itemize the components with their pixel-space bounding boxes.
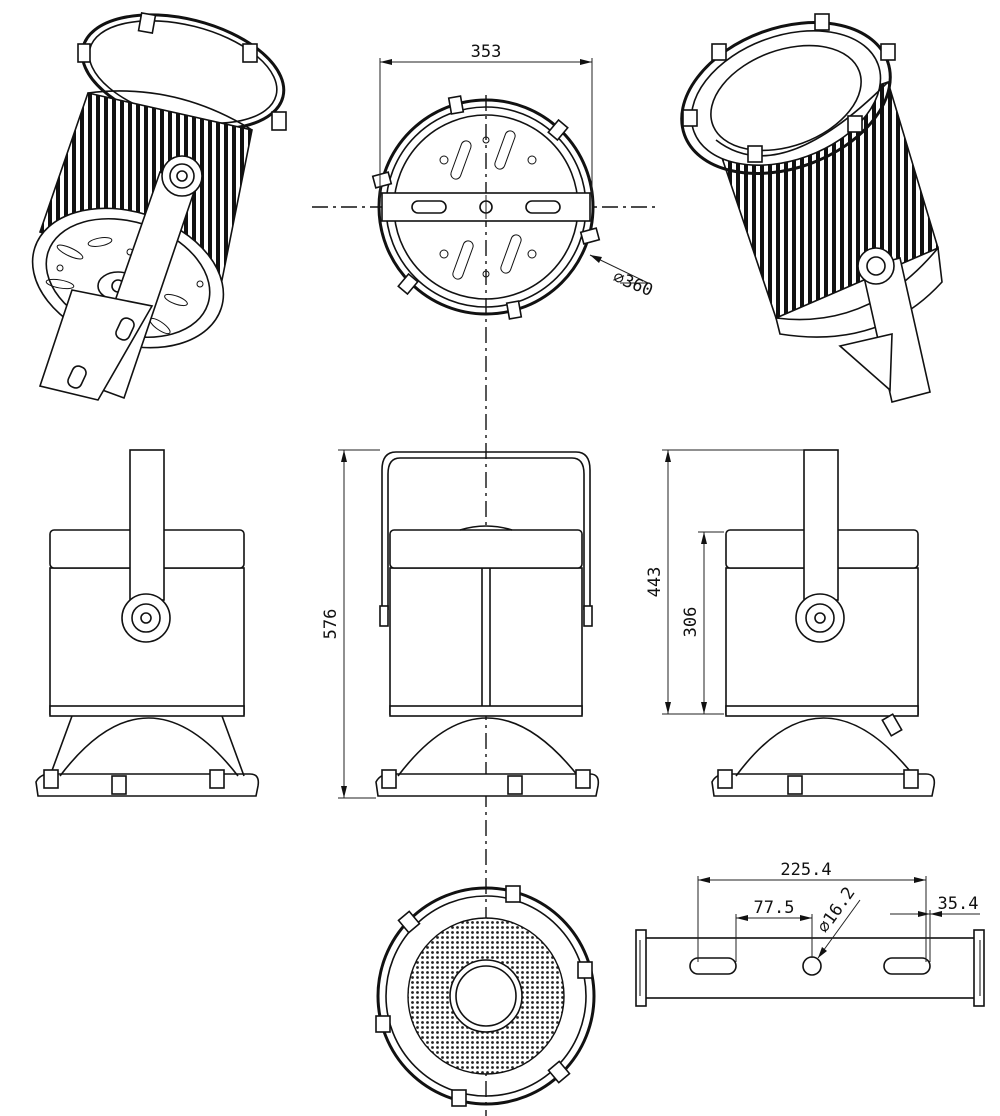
bottom-view xyxy=(375,885,596,1107)
front-view-center: 576 xyxy=(321,449,600,799)
dim-height-with-bracket: 443 xyxy=(645,567,665,598)
front-view-right: 443 306 xyxy=(645,449,936,797)
bracket-view: 225.4 77.5 ∅16.2 35.4 xyxy=(635,860,985,1007)
dim-bracket-slot: 35.4 xyxy=(938,894,979,914)
dim-bracket-span: 225.4 xyxy=(780,860,831,880)
dim-bracket-offset: 77.5 xyxy=(754,898,795,918)
iso-view-top-right xyxy=(680,13,943,403)
dim-width-top: 353 xyxy=(471,42,502,62)
dim-height-total: 576 xyxy=(321,609,341,640)
dim-height-body: 306 xyxy=(681,607,701,638)
iso-view-bottom-left xyxy=(31,11,287,401)
top-view: 353 ∅360 xyxy=(371,42,656,320)
dim-diameter: ∅360 xyxy=(610,267,655,301)
front-view-left xyxy=(35,449,260,797)
